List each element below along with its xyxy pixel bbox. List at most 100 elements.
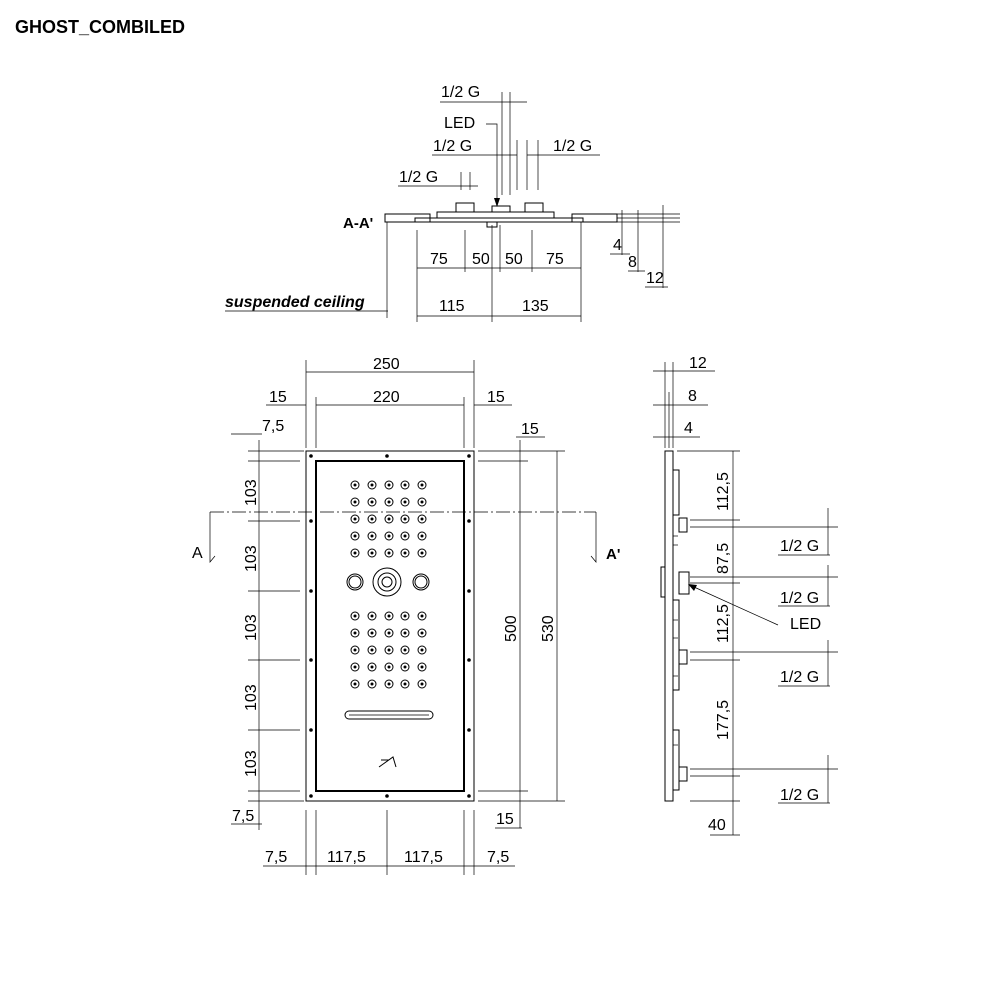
dim-label: 15 — [496, 811, 514, 828]
nozzle — [417, 611, 427, 621]
dim-label: 12 — [646, 270, 664, 287]
nozzle — [367, 679, 377, 689]
screw-hole — [467, 454, 471, 458]
dim-label: 15 — [269, 389, 287, 406]
dim-label: 75 — [546, 251, 564, 268]
screw-hole — [467, 728, 471, 732]
dim-label: 135 — [522, 298, 549, 315]
dim-spacing: 103 — [243, 750, 260, 777]
section-plate — [414, 217, 584, 223]
nozzle — [400, 480, 410, 490]
side-view: 12 8 4 112,5 87,5 112,5 177,5 40 1/2 G 1… — [653, 355, 838, 836]
nozzle — [384, 645, 394, 655]
nozzle — [400, 611, 410, 621]
nozzle — [367, 480, 377, 490]
nozzle — [384, 548, 394, 558]
nozzle — [367, 611, 377, 621]
screw-hole — [467, 589, 471, 593]
outer-plate — [305, 450, 475, 802]
dim-label: 117,5 — [404, 849, 443, 866]
dim-total-width: 250 — [373, 356, 400, 373]
pipe-label: 1/2 G — [441, 84, 480, 101]
screw-hole — [309, 794, 313, 798]
nozzle — [400, 514, 410, 524]
screw-hole — [467, 519, 471, 523]
waterfall-slot — [344, 710, 434, 720]
nozzle — [400, 628, 410, 638]
nozzle — [367, 531, 377, 541]
nozzle — [350, 645, 360, 655]
nozzle — [367, 514, 377, 524]
dim-spacing: 103 — [243, 684, 260, 711]
nozzle — [400, 531, 410, 541]
dim-label: 112,5 — [715, 604, 732, 643]
dim-spacing: 103 — [243, 614, 260, 641]
dim-inner-height: 500 — [503, 615, 520, 642]
pipe-label: 1/2 G — [780, 538, 819, 555]
right-knob — [412, 573, 430, 591]
nozzle — [400, 662, 410, 672]
dim-label: 8 — [688, 388, 697, 405]
nozzle — [384, 497, 394, 507]
dim-label: 7,5 — [265, 849, 287, 866]
nozzle — [417, 628, 427, 638]
section-view: A-A' suspended ceiling 1/2 G LED 1/2 G 1… — [225, 84, 680, 322]
dim-label: 75 — [430, 251, 448, 268]
nozzle — [417, 480, 427, 490]
brand-logo — [378, 756, 397, 768]
screw-hole — [467, 658, 471, 662]
nozzle — [384, 514, 394, 524]
led-label: LED — [790, 616, 821, 633]
dim-label: 15 — [521, 421, 539, 438]
screw-hole — [309, 454, 313, 458]
front-view: A A' 250 220 15 15 7,5 7,5 103 103 103 1… — [192, 356, 620, 875]
nozzle — [350, 514, 360, 524]
left-knob — [346, 573, 364, 591]
nozzle — [417, 531, 427, 541]
dim-label: 50 — [472, 251, 490, 268]
nozzle — [350, 497, 360, 507]
dim-spacing: 103 — [243, 545, 260, 572]
nozzle — [417, 679, 427, 689]
dim-label: 50 — [505, 251, 523, 268]
nozzle — [384, 611, 394, 621]
side-plate — [664, 450, 674, 802]
nozzle — [400, 497, 410, 507]
dim-label: 177,5 — [715, 700, 732, 740]
nozzle — [384, 480, 394, 490]
screw-hole — [309, 589, 313, 593]
screw-hole — [309, 728, 313, 732]
section-label: A-A' — [343, 215, 373, 232]
nozzle — [350, 662, 360, 672]
dim-label: 115 — [439, 298, 465, 315]
screw-hole — [309, 658, 313, 662]
dim-label: 12 — [689, 355, 707, 372]
dim-label: 4 — [684, 420, 693, 437]
nozzle — [400, 548, 410, 558]
nozzle — [350, 480, 360, 490]
nozzle — [367, 662, 377, 672]
nozzle — [400, 679, 410, 689]
dim-label: 7,5 — [262, 418, 284, 435]
nozzle — [417, 548, 427, 558]
dim-label: 87,5 — [715, 543, 732, 574]
nozzle — [350, 628, 360, 638]
pipe-label: 1/2 G — [780, 787, 819, 804]
dim-label: 40 — [708, 817, 726, 834]
pipe-label: 1/2 G — [780, 669, 819, 686]
screw-hole — [385, 794, 389, 798]
nozzle — [367, 497, 377, 507]
drawing-title: GHOST_COMBILED — [15, 17, 185, 37]
nozzle — [367, 548, 377, 558]
dim-total-height: 530 — [540, 615, 557, 642]
dim-inner-width: 220 — [373, 389, 400, 406]
nozzle — [417, 514, 427, 524]
screw-hole — [385, 454, 389, 458]
nozzle — [350, 531, 360, 541]
nozzle — [367, 628, 377, 638]
nozzle — [417, 662, 427, 672]
center-knob — [372, 567, 402, 597]
nozzle — [400, 645, 410, 655]
nozzle — [384, 679, 394, 689]
led-label: LED — [444, 115, 475, 132]
